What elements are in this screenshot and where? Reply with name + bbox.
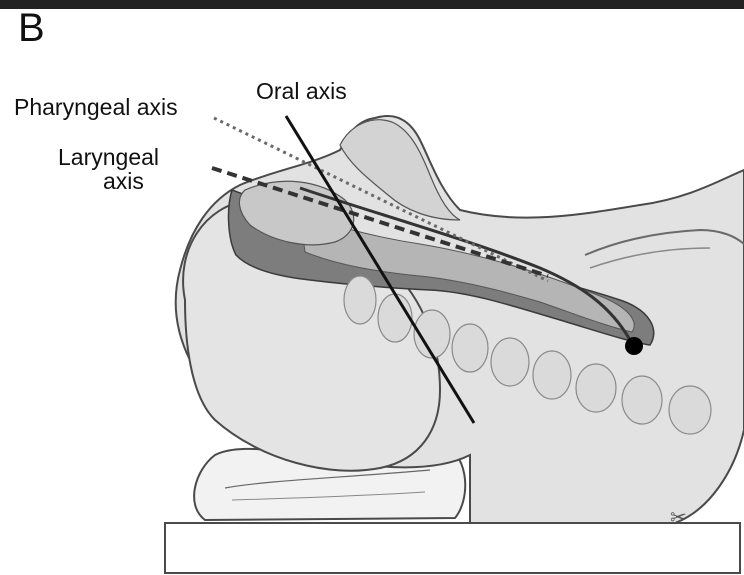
tube-cuff-tip	[625, 337, 643, 355]
laryngeal-axis-label-line2: axis	[103, 169, 144, 193]
bed-surface	[165, 523, 740, 573]
pharyngeal-axis-label: Pharyngeal axis	[14, 94, 178, 120]
oral-axis-label: Oral axis	[256, 78, 347, 104]
cropped-top-strip	[0, 0, 744, 9]
panel-label: B	[18, 8, 45, 48]
scissors-mark: ✂	[670, 505, 687, 529]
laryngeal-axis-label-line1: Laryngeal	[58, 145, 159, 169]
